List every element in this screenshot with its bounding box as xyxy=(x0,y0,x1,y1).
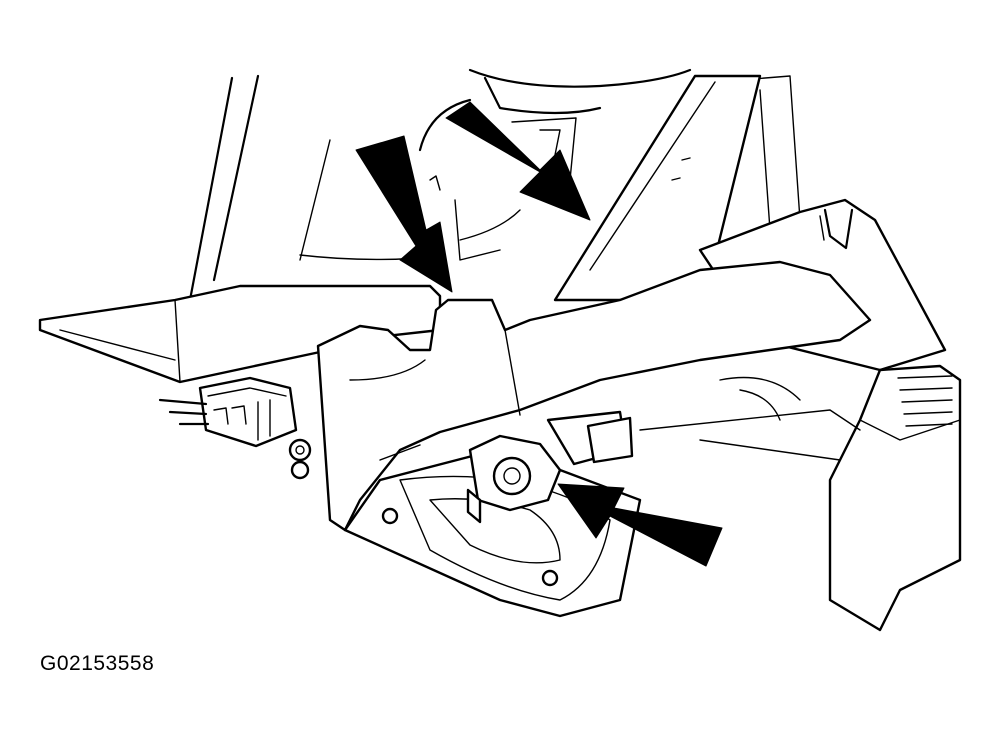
arrow-icon xyxy=(445,101,591,221)
floor-bracket xyxy=(639,376,861,461)
knee-bolster-panel xyxy=(316,260,872,532)
background-body-panels xyxy=(188,68,801,302)
arrow-icon xyxy=(355,135,453,293)
universal-joint xyxy=(466,410,634,524)
lower-dash-trim xyxy=(38,284,442,384)
pedal-assembly xyxy=(828,364,962,632)
figure-id-label: G02153558 xyxy=(40,652,155,675)
electrical-connector xyxy=(158,376,312,480)
arrow-icon xyxy=(557,483,723,567)
callout-arrows xyxy=(355,101,723,567)
